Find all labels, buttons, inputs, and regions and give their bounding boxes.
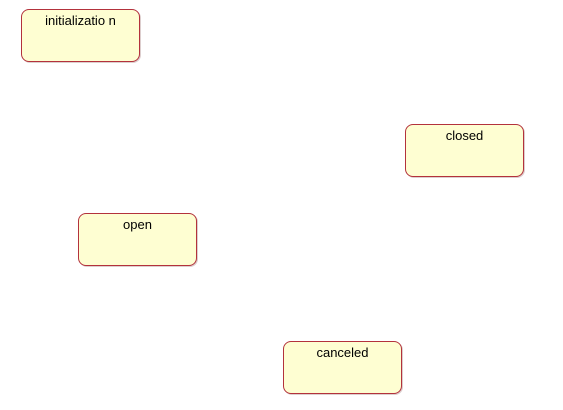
state-initialization[interactable]: initializatio n <box>21 9 140 62</box>
state-label: open <box>123 217 152 232</box>
state-canceled[interactable]: canceled <box>283 341 402 394</box>
state-label: canceled <box>316 345 369 360</box>
state-open[interactable]: open <box>78 213 197 266</box>
state-closed[interactable]: closed <box>405 124 524 177</box>
state-label: initializatio n <box>45 13 116 28</box>
state-label: closed <box>445 128 484 143</box>
